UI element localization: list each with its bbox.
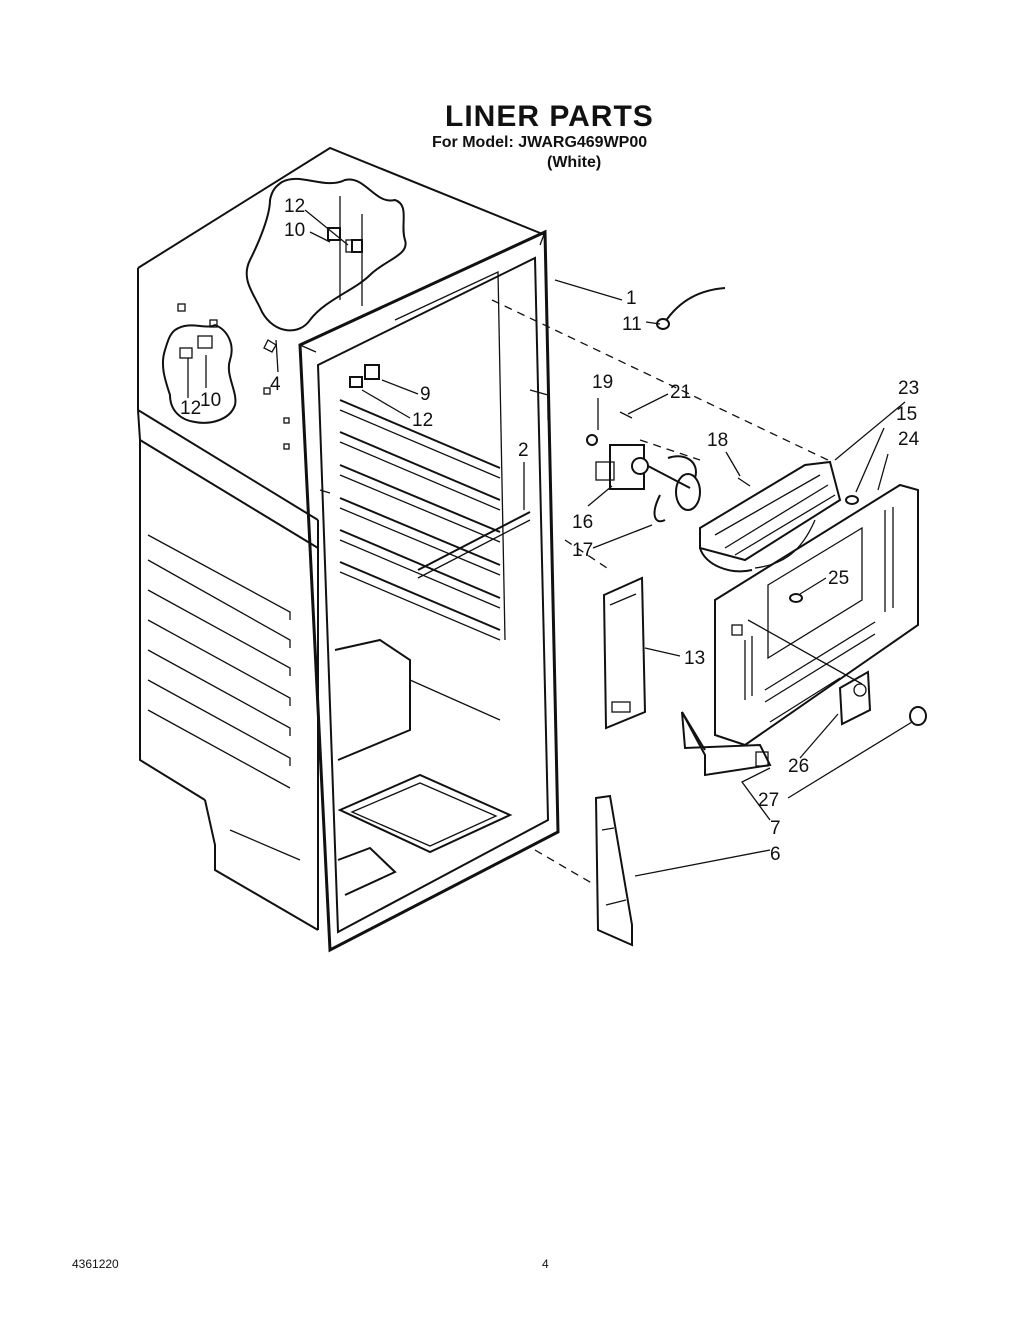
callout-1: 1: [626, 288, 637, 309]
callout-10-left: 10: [200, 390, 221, 411]
cover-part-13: [602, 576, 647, 730]
callout-12-top: 12: [284, 196, 305, 217]
cutaway-left: [161, 323, 237, 424]
plate-part-26: [838, 670, 872, 726]
callout-labels: 12 10 1 11 4 12 10 9 12 19 21 23 15 24 1…: [180, 196, 920, 865]
callout-12-left: 12: [180, 398, 201, 419]
model-variant: (White): [547, 154, 602, 171]
callout-23: 23: [898, 378, 919, 399]
callout-2: 2: [518, 440, 529, 461]
grille-part-23: [699, 460, 842, 573]
callout-18: 18: [707, 430, 728, 451]
callout-12-mid: 12: [412, 410, 433, 431]
wire-part-11: [656, 287, 726, 330]
callout-10-top: 10: [284, 220, 305, 241]
callout-16: 16: [572, 512, 593, 533]
screw-part-15: [845, 495, 859, 505]
callout-17: 17: [572, 540, 593, 561]
model-number: For Model: JWARG469WP00: [432, 134, 648, 151]
callout-6: 6: [770, 844, 781, 865]
clip-part-9: [349, 364, 380, 388]
leader-lines: [187, 209, 913, 877]
callout-26: 26: [788, 756, 809, 777]
fan-motor-assembly: [586, 411, 751, 523]
callout-4: 4: [270, 374, 281, 395]
clip-part-10-top: [327, 227, 363, 253]
document-number: 4361220: [72, 1257, 119, 1271]
callout-25: 25: [828, 568, 849, 589]
leader-dashed-3: [534, 849, 596, 886]
strip-part-6: [594, 794, 633, 947]
callout-21: 21: [670, 382, 691, 403]
liner-frame: [298, 229, 560, 953]
leader-dashed-4: [639, 439, 701, 461]
callout-19: 19: [592, 372, 613, 393]
leader-dashed-1: [491, 299, 833, 463]
callout-27: 27: [758, 790, 779, 811]
plug-part-27: [909, 706, 927, 726]
callout-11: 11: [622, 314, 642, 335]
panel-part-24: [714, 483, 919, 747]
callout-9: 9: [420, 384, 431, 405]
callout-24: 24: [898, 429, 920, 450]
screw-part-4: [263, 339, 277, 353]
bracket-part-7: [681, 711, 772, 777]
rail-part-2: [417, 511, 531, 579]
page-title: LINER PARTS: [445, 100, 654, 133]
leader-dashed-2: [564, 539, 611, 571]
page-number: 4: [542, 1257, 549, 1271]
screw-part-25: [789, 593, 803, 603]
callout-13: 13: [684, 648, 705, 669]
callout-15: 15: [896, 404, 917, 425]
cabinet-shell: [137, 146, 546, 931]
callout-7: 7: [770, 818, 781, 839]
